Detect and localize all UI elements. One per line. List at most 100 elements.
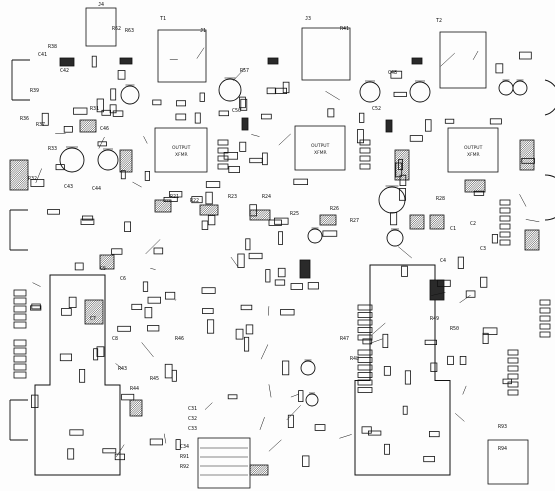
smd-resistor [13, 313, 27, 321]
trace-line [115, 363, 124, 370]
smd-component [228, 165, 240, 173]
hatch-line [85, 121, 97, 133]
trace-line [525, 219, 540, 223]
hatch-line [84, 299, 92, 307]
smd-component [82, 215, 94, 221]
smd-component [361, 426, 372, 434]
hatch-line [249, 464, 255, 470]
trace-line [196, 47, 205, 59]
trace-line [455, 413, 465, 422]
smd-resistor [357, 372, 373, 378]
refdes-label: C43 [64, 184, 73, 190]
smd-component [298, 390, 304, 403]
hatch-line [464, 179, 477, 192]
hatch-line [207, 204, 218, 216]
hatch-line [319, 214, 329, 224]
ic-package [267, 57, 279, 65]
smd-component [149, 438, 163, 446]
smd-component [436, 279, 451, 287]
hatch-line [110, 265, 115, 270]
hatch-line [255, 209, 266, 221]
smd-component [482, 327, 498, 335]
connector-block [197, 437, 251, 489]
hatch-line [519, 145, 535, 160]
smd-resistor [499, 231, 511, 238]
hatch-line [79, 119, 85, 125]
hatch-line [154, 199, 158, 203]
trace-line [472, 50, 479, 60]
smd-component [96, 346, 105, 357]
smd-resistor [357, 334, 373, 341]
hatch-line [131, 405, 143, 417]
smd-component [265, 269, 271, 283]
smd-resistor [13, 347, 27, 355]
refdes-label: R23 [228, 194, 237, 200]
smd-component [322, 230, 338, 237]
hatch-line [9, 159, 28, 178]
smd-component [502, 378, 512, 385]
smd-component [171, 369, 177, 382]
smd-component [395, 162, 403, 178]
hatch-line [394, 149, 404, 159]
output-label: OUTPUT [172, 145, 191, 151]
trace-line [398, 246, 412, 259]
smd-resistor [357, 304, 373, 311]
trace-line [290, 394, 299, 398]
hatch-line [519, 139, 523, 143]
hatch-line [167, 208, 172, 213]
smd-component [68, 296, 77, 309]
smd-component [423, 455, 435, 463]
smd-component [47, 209, 60, 215]
hatch-line [264, 214, 271, 221]
heatsink-outline [34, 274, 121, 476]
resistor-body [99, 254, 115, 270]
hatch-line [99, 254, 109, 264]
trace-line [278, 133, 291, 146]
smd-component [274, 279, 286, 286]
electrolytic-capacitor [300, 360, 316, 376]
refdes-label: R63 [125, 28, 134, 34]
refdes-label: C33 [188, 426, 197, 432]
smd-resistor [539, 307, 551, 314]
output-sublabel: XFMR [175, 152, 188, 158]
smd-resistor [217, 147, 229, 154]
hatch-line [429, 214, 435, 220]
refdes-label: C52 [372, 106, 381, 112]
hatch-line [250, 209, 262, 221]
smd-component [239, 96, 246, 109]
smd-component [482, 332, 489, 344]
refdes-label: R50 [450, 326, 459, 332]
hatch-line [524, 229, 532, 237]
smd-resistor [13, 355, 27, 363]
smd-component [96, 98, 104, 113]
hatch-line [411, 216, 425, 230]
hatch-line [409, 214, 417, 222]
smd-resistor [539, 323, 551, 330]
trace-line [268, 306, 270, 316]
refdes-label: R48 [350, 356, 359, 362]
hatch-line [9, 159, 24, 174]
smd-resistor [539, 299, 551, 306]
hatch-line [437, 222, 445, 230]
hatch-line [519, 139, 532, 152]
smd-component [207, 215, 216, 226]
hatch-line [158, 199, 171, 213]
hatch-line [100, 321, 104, 325]
hatch-line [85, 306, 104, 325]
smd-component [235, 328, 244, 340]
smd-component [117, 325, 131, 332]
smd-resistor [217, 139, 229, 146]
hatch-line [525, 161, 535, 171]
refdes-label: C32 [188, 416, 197, 422]
smd-component [243, 336, 250, 352]
smd-component [121, 393, 135, 401]
refdes-label: R43 [118, 366, 127, 372]
smd-component [245, 238, 251, 251]
refdes-label: R62 [112, 26, 121, 32]
hatch-line [442, 227, 445, 230]
hatch-line [249, 209, 259, 219]
hatch-line [255, 464, 266, 476]
hatch-line [533, 244, 540, 251]
hatch-line [23, 185, 29, 191]
